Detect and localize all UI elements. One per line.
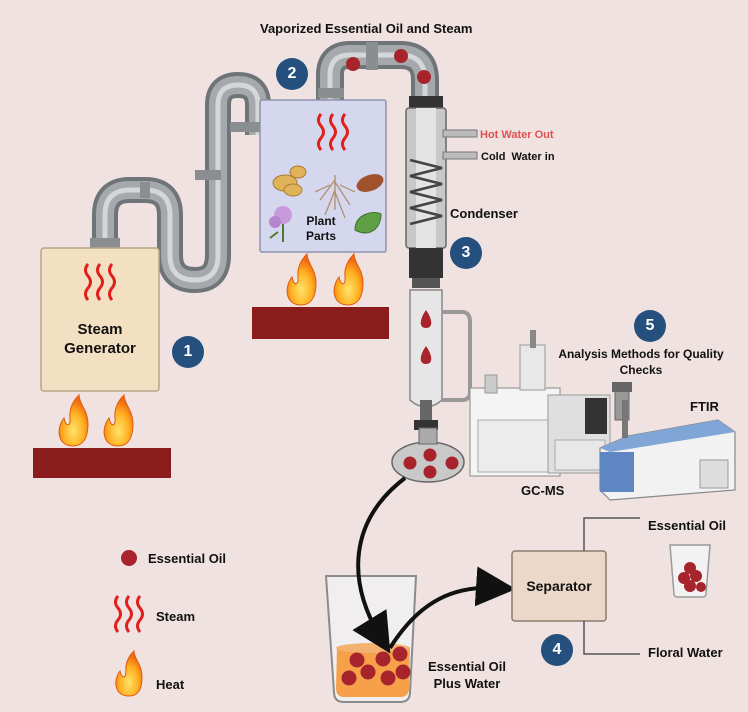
- flame-icon: [58, 393, 89, 447]
- ftir-label: FTIR: [690, 399, 719, 414]
- analysis-methods-label: Analysis Methods for Quality Checks: [558, 347, 724, 377]
- step-badge-3: 3: [450, 237, 482, 269]
- diagram-title: Vaporized Essential Oil and Steam: [260, 21, 473, 36]
- leaf-icon: [354, 212, 382, 234]
- flow-arrow-flask-to-beaker: [352, 476, 407, 654]
- ftir-instrument: [599, 382, 736, 501]
- separatory-funnel: [409, 278, 472, 430]
- oil-droplet-in-pipe: [346, 57, 360, 71]
- legend-heat-label: Heat: [156, 677, 185, 692]
- separator-box: [511, 550, 607, 622]
- condenser: [405, 96, 478, 278]
- step-badge-1: 1: [172, 336, 204, 368]
- pipe-joint: [90, 238, 120, 248]
- steam-icon: [84, 263, 116, 301]
- cold-water-in-label: Cold Water in: [481, 151, 555, 163]
- flame-icon: [115, 649, 143, 697]
- steam-icon: [317, 113, 349, 151]
- legend-icons: [114, 550, 144, 697]
- oil-droplet-in-pipe: [394, 49, 408, 63]
- beaker-mixture: [324, 575, 418, 703]
- plant-parts-label: Plant Parts: [305, 214, 337, 243]
- receiving-flask: [391, 427, 465, 483]
- condenser-label: Condenser: [450, 206, 518, 221]
- oil-droplet-icon: [121, 550, 137, 566]
- pipe-joint: [318, 88, 344, 98]
- essential-oil-output-label: Essential Oil: [648, 518, 727, 533]
- step-badge-2: 2: [276, 58, 308, 90]
- separator-label: Separator: [526, 578, 592, 594]
- heater-plate-1: [33, 448, 171, 478]
- flow-arrow-beaker-to-separator: [388, 566, 516, 650]
- steam-generator-box: [40, 247, 160, 392]
- pipe-joint: [230, 122, 260, 132]
- root-icon: [314, 175, 356, 219]
- steam-pipe-1: [92, 71, 271, 294]
- steam-icon: [114, 595, 144, 633]
- separator-output-lines: [583, 517, 640, 655]
- steam-generator-label: Steam Generator: [64, 321, 136, 357]
- floral-water-label: Floral Water: [648, 645, 723, 660]
- heater-plate-2: [252, 307, 389, 339]
- legend: Essential Oil Steam Heat: [110, 544, 250, 704]
- flame-icon: [286, 252, 317, 306]
- mixture-label: Essential Oil Plus Water: [427, 659, 507, 691]
- oil-droplet-in-pipe: [417, 70, 431, 84]
- ginger-root-icon: [272, 165, 307, 197]
- pipe-joint: [195, 170, 221, 180]
- sweet-potato-icon: [356, 174, 384, 192]
- essential-oil-beaker: [669, 544, 711, 598]
- gc-ms-label: GC-MS: [521, 483, 565, 498]
- flame-icon: [333, 252, 364, 306]
- pipe-joint: [140, 182, 150, 198]
- hot-water-out-label: Hot Water Out: [480, 129, 554, 141]
- legend-essential-oil-label: Essential Oil: [148, 551, 227, 566]
- legend-steam-label: Steam: [156, 609, 196, 624]
- pipe-joint: [366, 42, 378, 70]
- step-badge-4: 4: [541, 634, 573, 666]
- flower-icon: [269, 206, 292, 242]
- flame-icon: [103, 393, 134, 447]
- step-badge-5: 5: [634, 310, 666, 342]
